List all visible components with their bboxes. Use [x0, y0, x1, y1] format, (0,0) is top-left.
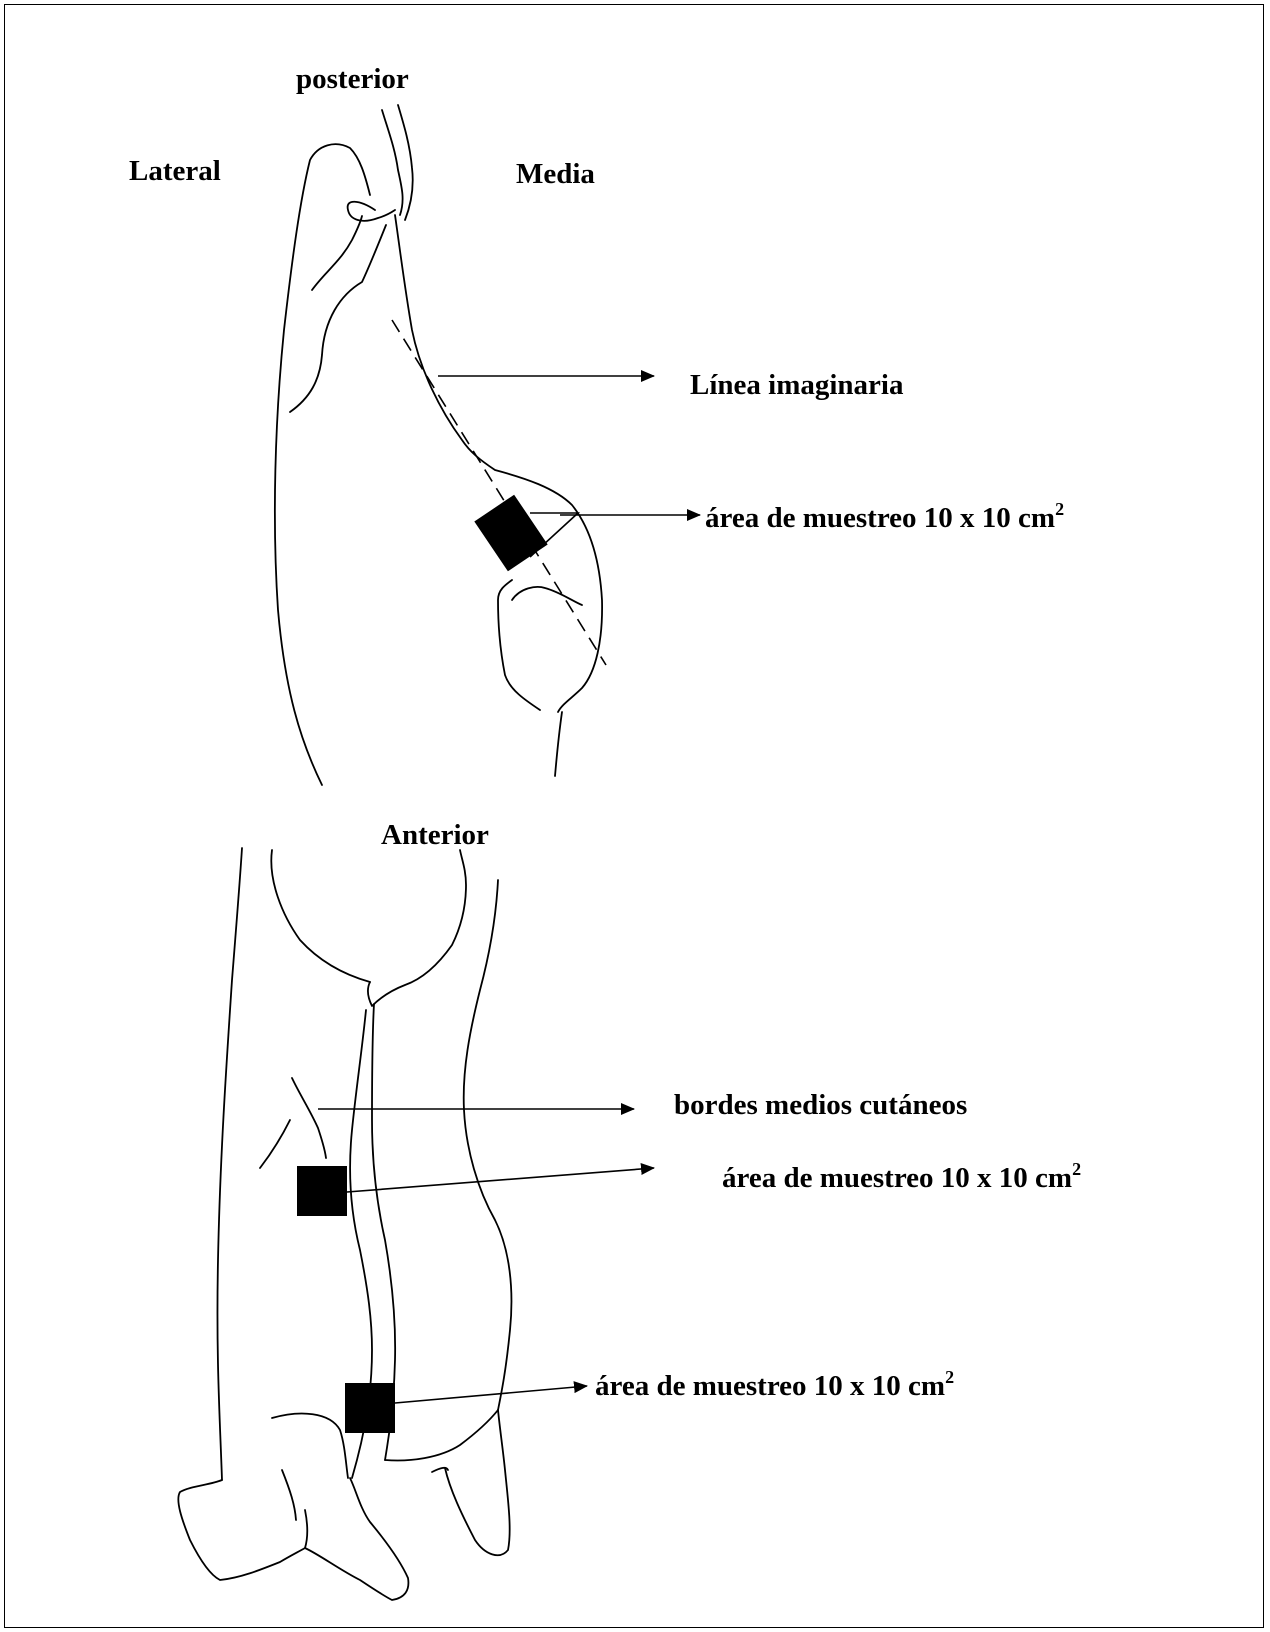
posterior-view-outline	[275, 105, 602, 785]
label-area-1: área de muestreo 10 x 10 cm2	[705, 499, 1064, 534]
label-lateral: Lateral	[129, 155, 221, 187]
sampling-area-square-2	[297, 1166, 347, 1216]
label-area-1-sup: 2	[1055, 499, 1064, 519]
label-anterior: Anterior	[381, 819, 489, 851]
label-area-2-text: área de muestreo 10 x 10 cm	[722, 1162, 1072, 1194]
label-linea-imaginaria: Línea imaginaria	[690, 369, 904, 401]
label-area-2-sup: 2	[1072, 1159, 1081, 1179]
leader-area-2	[347, 1168, 654, 1192]
label-area-3-sup: 2	[945, 1367, 954, 1387]
label-media: Media	[516, 158, 595, 190]
sampling-area-square-3	[345, 1383, 395, 1433]
leader-area-3	[395, 1386, 587, 1403]
label-posterior: posterior	[296, 63, 409, 95]
label-bordes-medios: bordes medios cutáneos	[674, 1089, 967, 1121]
label-area-1-text: área de muestreo 10 x 10 cm	[705, 502, 1055, 534]
label-area-3-text: área de muestreo 10 x 10 cm	[595, 1370, 945, 1402]
anterior-view-outline	[178, 848, 511, 1600]
label-area-2: área de muestreo 10 x 10 cm2	[722, 1159, 1081, 1194]
label-area-3: área de muestreo 10 x 10 cm2	[595, 1367, 954, 1402]
sampling-area-square-1	[474, 495, 547, 572]
